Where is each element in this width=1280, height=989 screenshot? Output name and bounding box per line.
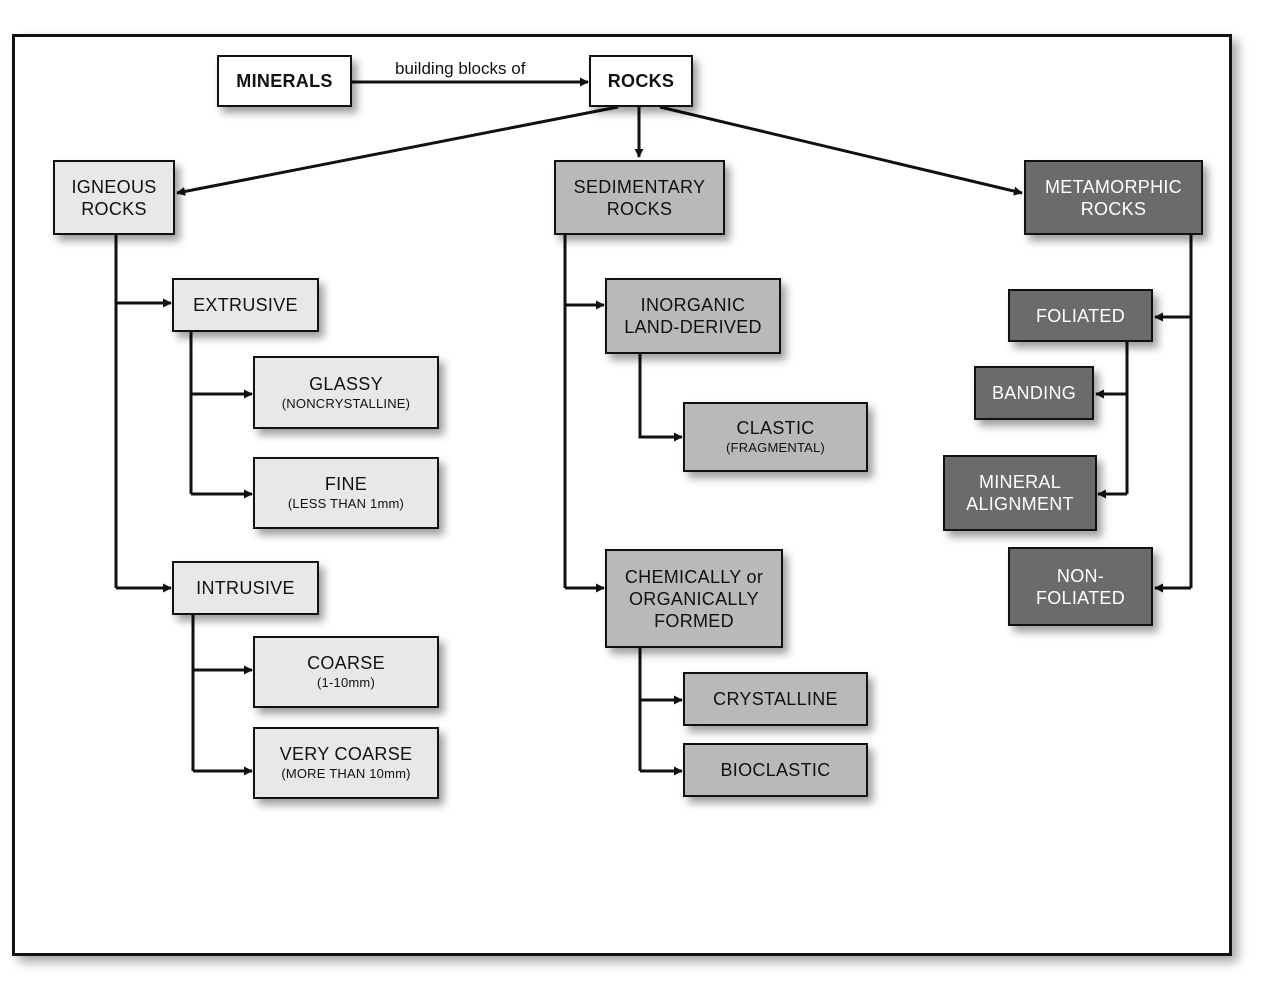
node-extrusive[interactable]: EXTRUSIVE	[172, 278, 319, 332]
node-crystalline[interactable]: CRYSTALLINE	[683, 672, 868, 726]
node-fine-label: FINE	[324, 474, 368, 494]
node-igneous-line1: IGNEOUS	[71, 176, 157, 197]
node-fine[interactable]: FINE (LESS THAN 1mm)	[253, 457, 439, 529]
node-chemically-line2: ORGANICALLY	[628, 588, 759, 609]
node-intrusive[interactable]: INTRUSIVE	[172, 561, 319, 615]
edge-label-building-blocks: building blocks of	[395, 59, 526, 78]
node-igneous-line2: ROCKS	[81, 198, 147, 219]
node-foliated[interactable]: FOLIATED	[1008, 289, 1153, 342]
node-inorganic-land-derived[interactable]: INORGANIC LAND-DERIVED	[605, 278, 781, 354]
node-mineral-alignment[interactable]: MINERAL ALIGNMENT	[943, 455, 1097, 531]
edge-rocks-metamorphic	[659, 105, 1023, 196]
node-banding-label: BANDING	[991, 383, 1077, 403]
node-metamorphic-line2: ROCKS	[1080, 198, 1147, 219]
node-bioclastic[interactable]: BIOCLASTIC	[683, 743, 868, 797]
node-inorganic-line1: INORGANIC	[640, 295, 746, 315]
node-chemically-line3: FORMED	[654, 610, 734, 631]
node-crystalline-label: CRYSTALLINE	[713, 689, 838, 709]
node-minerals[interactable]: MINERALS	[217, 55, 352, 107]
node-intrusive-label: INTRUSIVE	[196, 578, 295, 598]
node-bioclastic-label: BIOCLASTIC	[720, 760, 831, 780]
node-inorganic-line2: LAND-DERIVED	[624, 317, 762, 337]
node-non-foliated-line2: FOLIATED	[1035, 587, 1126, 608]
node-clastic-label: CLASTIC	[736, 418, 815, 438]
node-clastic[interactable]: CLASTIC (FRAGMENTAL)	[683, 402, 868, 472]
edge-rocks-igneous	[176, 105, 619, 196]
node-very-coarse[interactable]: VERY COARSE (MORE THAN 10mm)	[253, 727, 439, 799]
node-foliated-label: FOLIATED	[1035, 305, 1126, 326]
node-very-coarse-sub: (MORE THAN 10mm)	[281, 766, 411, 781]
node-sedimentary-line2: ROCKS	[606, 198, 673, 219]
node-igneous-rocks[interactable]: IGNEOUS ROCKS	[53, 160, 175, 235]
node-sedimentary-line1: SEDIMENTARY	[573, 176, 706, 197]
node-rocks-label: ROCKS	[607, 71, 675, 91]
node-non-foliated[interactable]: NON- FOLIATED	[1008, 547, 1153, 626]
node-metamorphic-line1: METAMORPHIC	[1045, 176, 1182, 197]
node-sedimentary-rocks[interactable]: SEDIMENTARY ROCKS	[554, 160, 725, 235]
node-glassy[interactable]: GLASSY (NONCRYSTALLINE)	[253, 356, 439, 429]
node-clastic-sub: (FRAGMENTAL)	[726, 440, 825, 455]
node-coarse[interactable]: COARSE (1-10mm)	[253, 636, 439, 708]
node-glassy-sub: (NONCRYSTALLINE)	[281, 395, 411, 411]
node-chemically-organically-formed[interactable]: CHEMICALLY or ORGANICALLY FORMED	[605, 549, 783, 648]
node-chemically-line1: CHEMICALLY or	[624, 566, 764, 587]
node-minerals-label: MINERALS	[236, 71, 333, 91]
node-mineral-alignment-line1: MINERAL	[978, 472, 1062, 492]
node-fine-sub: (LESS THAN 1mm)	[287, 496, 405, 511]
node-metamorphic-rocks[interactable]: METAMORPHIC ROCKS	[1024, 160, 1203, 235]
node-mineral-alignment-line2: ALIGNMENT	[966, 494, 1074, 514]
node-coarse-label: COARSE	[307, 653, 385, 673]
node-extrusive-label: EXTRUSIVE	[193, 295, 298, 315]
node-very-coarse-label: VERY COARSE	[279, 744, 413, 764]
node-glassy-label: GLASSY	[309, 373, 383, 394]
edge-inorganic-clastic	[638, 354, 683, 442]
node-non-foliated-line1: NON-	[1056, 565, 1105, 586]
node-banding[interactable]: BANDING	[974, 366, 1094, 420]
node-coarse-sub: (1-10mm)	[317, 675, 375, 690]
node-rocks[interactable]: ROCKS	[589, 55, 693, 107]
